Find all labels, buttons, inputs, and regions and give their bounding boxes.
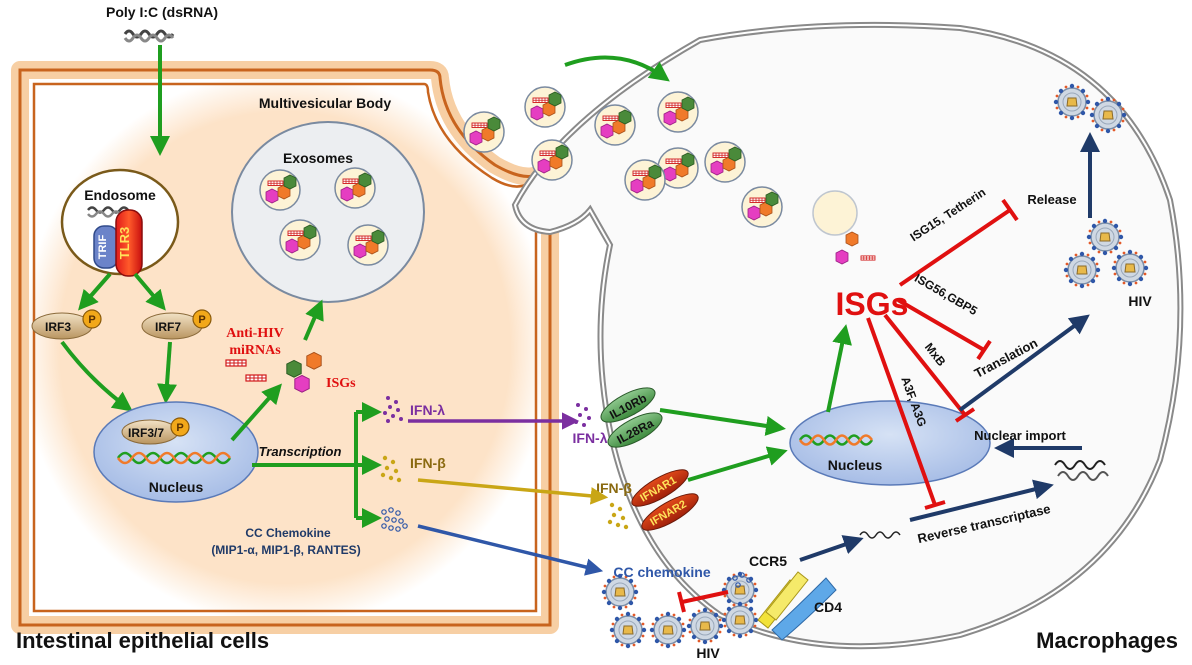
cc-chemokine-label: CC Chemokine bbox=[245, 526, 331, 540]
cc-chemokine-bound-dots bbox=[732, 572, 752, 588]
hiv-outside-label: HIV bbox=[696, 645, 720, 661]
macrophage-title: Macrophages bbox=[1036, 628, 1178, 653]
arrow-irf3-nucleus bbox=[60, 340, 133, 412]
arrow-nucleus-mirna bbox=[230, 383, 282, 442]
phospho-irf7 bbox=[192, 309, 212, 329]
mirnas-label: miRNAs bbox=[229, 343, 281, 358]
arrow-translation bbox=[958, 314, 1090, 412]
il10rb-receptor bbox=[600, 387, 656, 423]
anti-hiv-label: Anti-HIV bbox=[226, 326, 284, 341]
viral-rna-icons bbox=[859, 460, 1109, 539]
cc-chemokine-list: (MIP1-α, MIP1-β, RANTES) bbox=[211, 543, 360, 557]
ifn-lambda-bound-dots bbox=[574, 403, 591, 427]
cd4-label: CD4 bbox=[814, 599, 842, 615]
ifn-lambda-bound-label: IFN-λ bbox=[573, 430, 608, 446]
cd4-receptor bbox=[771, 577, 837, 641]
transcription-label: Transcription bbox=[259, 444, 342, 459]
arrow-tlr3-irf3 bbox=[78, 272, 112, 311]
ifn-lambda-dots bbox=[383, 396, 403, 423]
cc-chemokine-receptor-label: CC chemokine bbox=[613, 564, 710, 580]
arrow-chemokine bbox=[417, 524, 604, 576]
endosome-label: Endosome bbox=[84, 187, 156, 203]
polyic-label: Poly I:C (dsRNA) bbox=[106, 4, 218, 20]
ccr5-label: CCR5 bbox=[749, 553, 787, 569]
macrophage-nucleus-label: Nucleus bbox=[828, 457, 883, 473]
macrophage-nucleus bbox=[789, 400, 991, 486]
arrow-tlr3-irf7 bbox=[133, 272, 166, 311]
irf7-label: IRF7 bbox=[155, 320, 181, 334]
arrow-irf7-nucleus bbox=[157, 341, 177, 404]
phospho-irf3 bbox=[82, 309, 102, 329]
arrow-il10rb-nucleus bbox=[659, 408, 786, 436]
exosomes-label: Exosomes bbox=[283, 150, 353, 166]
phospho-irf7-label: P bbox=[198, 314, 205, 326]
dsrna-icon bbox=[123, 29, 175, 43]
arrow-reverse-transcriptase bbox=[909, 479, 1054, 522]
trif-label: TRIF bbox=[97, 235, 109, 260]
ifn-beta-bound-label: IFN-β bbox=[596, 480, 632, 496]
isgs-small-label: ISGs bbox=[326, 376, 356, 391]
arrow-to-mvb bbox=[303, 299, 324, 341]
ifn-beta-label: IFN-β bbox=[410, 455, 446, 471]
isgs-label: ISGs bbox=[836, 286, 909, 322]
tlr3-label: TLR3 bbox=[117, 227, 132, 260]
dna-icon bbox=[116, 451, 232, 465]
nuclear-import-label: Nuclear import bbox=[974, 428, 1066, 443]
irf37-label: IRF3/7 bbox=[128, 426, 164, 440]
ifn-beta-bound-dots bbox=[607, 502, 629, 530]
ifn-lambda-label: IFN-λ bbox=[410, 402, 445, 418]
macrophage-dna-icon bbox=[798, 434, 874, 446]
arrow-nucleus-isgs bbox=[826, 324, 852, 413]
hiv-inside-label: HIV bbox=[1128, 293, 1152, 309]
mvb-shape bbox=[231, 121, 425, 303]
chemokine-dots bbox=[381, 507, 408, 532]
release-label: Release bbox=[1027, 192, 1076, 207]
ifnar2-receptor bbox=[641, 493, 699, 531]
isg-inhibitions bbox=[866, 198, 1019, 510]
il28ra-receptor bbox=[607, 412, 663, 448]
macrophage-vesicle bbox=[812, 190, 858, 236]
phospho-irf37 bbox=[170, 417, 190, 437]
phospho-irf3-label: P bbox=[88, 314, 95, 326]
ifnar1-receptor bbox=[631, 469, 689, 507]
arrow-ifn-beta bbox=[417, 478, 609, 505]
arrow-entry bbox=[799, 535, 864, 562]
ifn-beta-dots bbox=[380, 455, 402, 483]
epithelial-title: Intestinal epithelial cells bbox=[16, 628, 269, 653]
arrow-exosome-transfer bbox=[564, 55, 670, 82]
ccr5-receptor bbox=[757, 571, 809, 629]
epithelial-nucleus-label: Nucleus bbox=[149, 479, 204, 495]
arrow-ifnar-nucleus bbox=[687, 446, 788, 482]
irf3-label: IRF3 bbox=[45, 320, 71, 334]
phospho-irf37-label: P bbox=[176, 422, 183, 434]
chemokine-inhibition bbox=[677, 590, 729, 613]
tlr3-shape bbox=[115, 209, 143, 277]
mvb-label: Multivesicular Body bbox=[259, 95, 391, 111]
